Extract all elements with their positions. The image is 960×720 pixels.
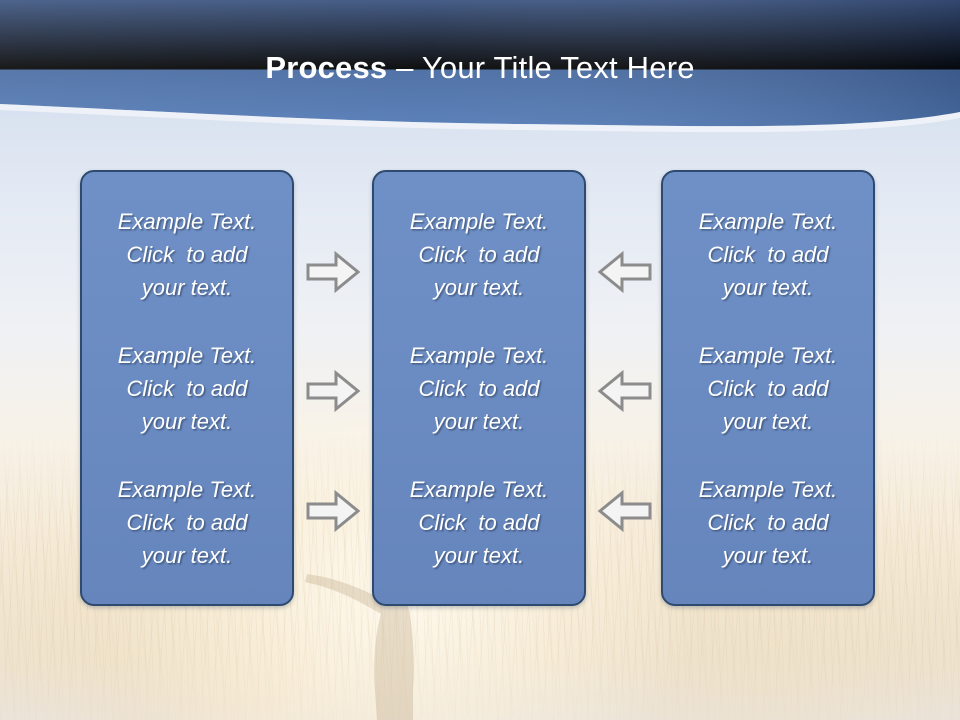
- page-title-strong: Process: [265, 50, 388, 85]
- text-line: Example Text.: [409, 342, 549, 368]
- process-box-1[interactable]: Example Text. Click to add your text. Ex…: [80, 170, 294, 606]
- text-line: your text.: [141, 408, 233, 434]
- text-block[interactable]: Example Text. Click to add your text.: [374, 339, 584, 438]
- text-line: your text.: [722, 542, 814, 568]
- text-line: Example Text.: [117, 342, 257, 368]
- text-line: Click to add: [707, 509, 829, 535]
- text-block[interactable]: Example Text. Click to add your text.: [82, 339, 292, 438]
- text-line: Click to add: [418, 375, 540, 401]
- text-block[interactable]: Example Text. Click to add your text.: [82, 205, 292, 304]
- text-line: Click to add: [126, 509, 248, 535]
- arrow-left-icon[interactable]: [597, 249, 653, 295]
- arrow-right-icon[interactable]: [305, 249, 361, 295]
- text-block[interactable]: Example Text. Click to add your text.: [82, 473, 292, 572]
- text-line: Click to add: [126, 241, 248, 267]
- text-line: your text.: [141, 274, 233, 300]
- text-line: Click to add: [126, 375, 248, 401]
- background-person-silhouette: [305, 542, 414, 720]
- text-line: your text.: [141, 542, 233, 568]
- text-line: Example Text.: [117, 208, 257, 234]
- header-wave-shape: [0, 0, 960, 133]
- page-title: Process – Your Title Text Here: [0, 48, 960, 88]
- text-line: Example Text.: [409, 476, 549, 502]
- text-line: your text.: [433, 542, 525, 568]
- arrow-right-icon[interactable]: [305, 368, 361, 414]
- text-line: your text.: [722, 408, 814, 434]
- text-line: Example Text.: [409, 208, 549, 234]
- text-line: your text.: [722, 274, 814, 300]
- text-line: Click to add: [707, 241, 829, 267]
- process-box-3[interactable]: Example Text. Click to add your text. Ex…: [661, 170, 875, 606]
- text-line: your text.: [433, 274, 525, 300]
- arrow-left-icon[interactable]: [597, 368, 653, 414]
- text-line: Click to add: [707, 375, 829, 401]
- text-block[interactable]: Example Text. Click to add your text.: [663, 205, 873, 304]
- text-block[interactable]: Example Text. Click to add your text.: [663, 339, 873, 438]
- text-block[interactable]: Example Text. Click to add your text.: [374, 473, 584, 572]
- text-line: Click to add: [418, 509, 540, 535]
- text-line: Click to add: [418, 241, 540, 267]
- process-box-2[interactable]: Example Text. Click to add your text. Ex…: [372, 170, 586, 606]
- text-line: Example Text.: [698, 476, 838, 502]
- arrow-left-icon[interactable]: [597, 488, 653, 534]
- text-block[interactable]: Example Text. Click to add your text.: [663, 473, 873, 572]
- slide-header: Process – Your Title Text Here: [0, 0, 960, 140]
- text-line: Example Text.: [698, 342, 838, 368]
- text-line: Example Text.: [698, 208, 838, 234]
- text-block[interactable]: Example Text. Click to add your text.: [374, 205, 584, 304]
- text-line: Example Text.: [117, 476, 257, 502]
- page-title-rest: – Your Title Text Here: [387, 50, 695, 85]
- arrow-right-icon[interactable]: [305, 488, 361, 534]
- text-line: your text.: [433, 408, 525, 434]
